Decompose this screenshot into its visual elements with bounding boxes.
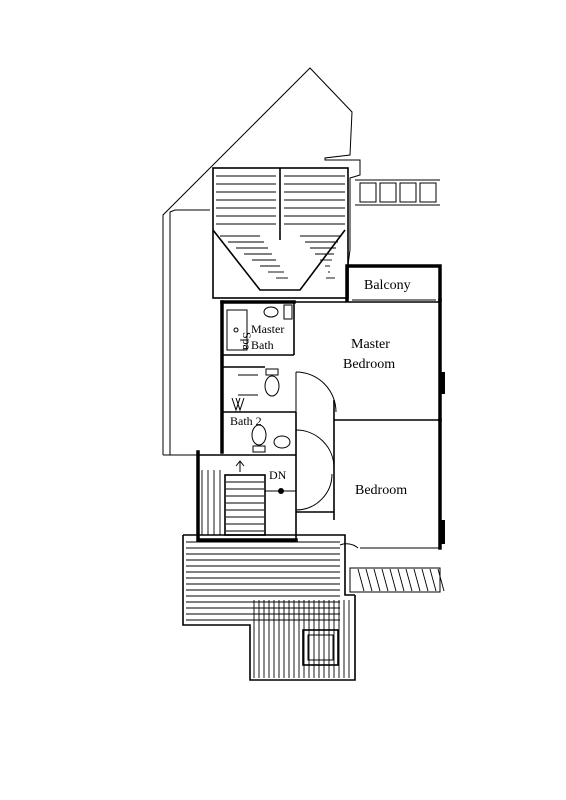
hatch-line xyxy=(365,568,373,592)
hatch-line xyxy=(357,568,365,592)
exterior-walls xyxy=(196,264,442,550)
hatch-line xyxy=(381,568,389,592)
room-label-bath2: Bath 2 xyxy=(230,414,262,428)
room-label-master-bedroom-line1: Master xyxy=(351,337,390,352)
stair-down-label: DN xyxy=(269,468,287,482)
room-label-master-bath-line2: Bath xyxy=(251,338,274,352)
upper-deck xyxy=(212,167,349,299)
hatch-line xyxy=(413,568,421,592)
hatch-line xyxy=(405,568,413,592)
room-label-balcony: Balcony xyxy=(364,278,411,293)
hatch-line xyxy=(389,568,397,592)
bath2-fixtures xyxy=(251,424,267,453)
hatch-line xyxy=(429,568,437,592)
windows xyxy=(352,299,445,544)
room-label-bedroom: Bedroom xyxy=(355,483,407,498)
master-bath-fixtures xyxy=(226,304,293,449)
room-label-master-bedroom-line2: Bedroom xyxy=(343,357,395,372)
railing-boxes xyxy=(355,179,440,206)
hatch-line xyxy=(397,568,405,592)
hatch-line xyxy=(421,568,429,592)
lower-deck xyxy=(182,534,445,681)
room-label-spa: Spa xyxy=(240,332,254,351)
hatch-line xyxy=(437,568,445,592)
interior-walls xyxy=(198,301,440,540)
room-label-master-bath-line1: Master xyxy=(251,322,284,336)
stair-core xyxy=(201,460,296,536)
doors xyxy=(295,371,359,549)
upper-roof-outline xyxy=(162,67,361,456)
hatch-line xyxy=(373,568,381,592)
